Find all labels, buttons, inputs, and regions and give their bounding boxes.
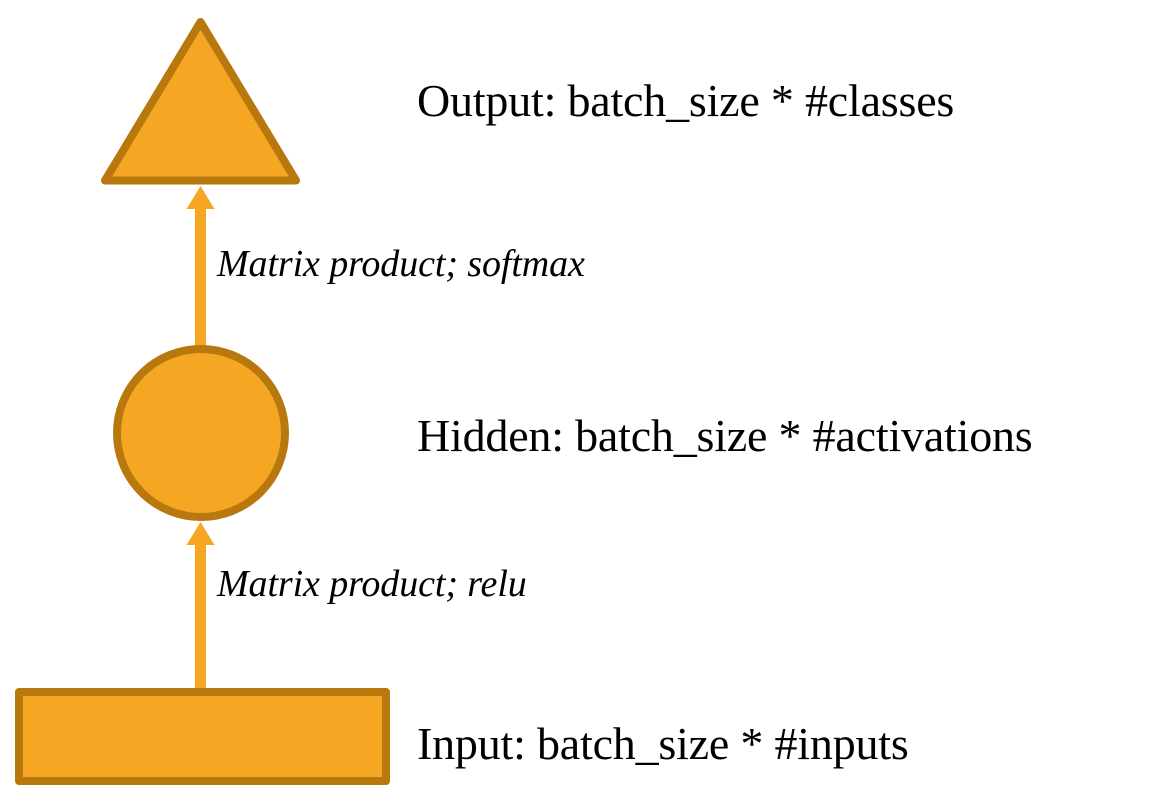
node-output-label: Output: batch_size * #classes	[417, 75, 955, 126]
node-input-label: Input: batch_size * #inputs	[417, 718, 909, 769]
arrow-head-input-to-hidden	[186, 522, 215, 545]
node-hidden-label: Hidden: batch_size * #activations	[417, 410, 1033, 461]
edge-input-to-hidden-label: Matrix product; relu	[217, 563, 527, 605]
arrow-shaft-input-to-hidden	[195, 540, 206, 690]
arrow-head-hidden-to-output	[186, 186, 215, 209]
arrow-shaft-hidden-to-output	[195, 205, 206, 353]
edge-hidden-to-output-arrow	[186, 186, 215, 353]
edge-input-to-hidden-arrow	[186, 522, 215, 690]
node-hidden-circle[interactable]	[113, 345, 289, 521]
edge-hidden-to-output-label: Matrix product; softmax	[217, 243, 585, 285]
node-output-triangle[interactable]	[101, 18, 300, 185]
node-input-rectangle[interactable]	[15, 688, 390, 785]
